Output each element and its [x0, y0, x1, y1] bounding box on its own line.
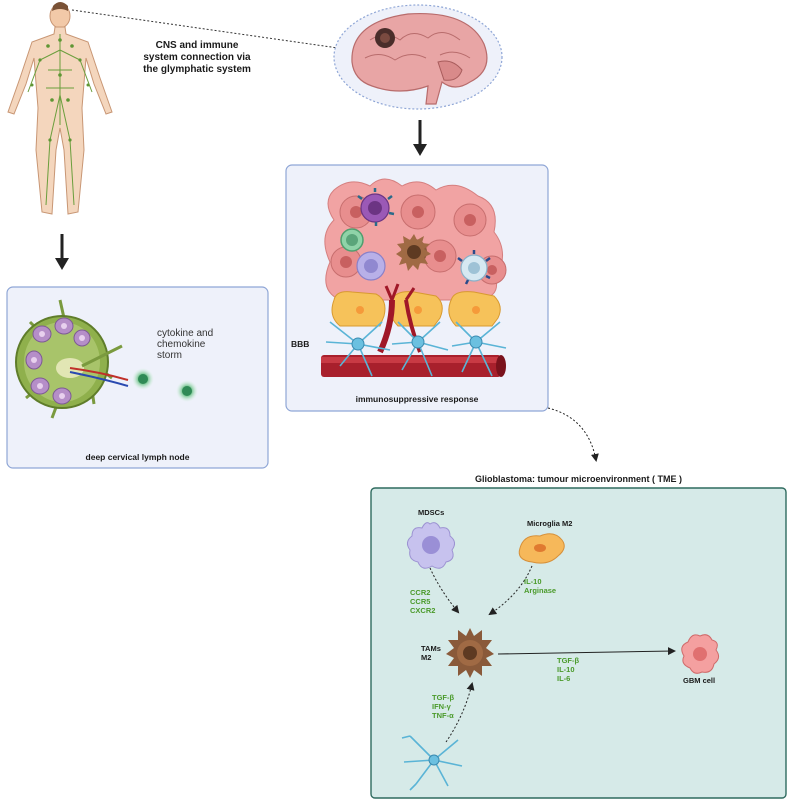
glymphatic-label-line: system connection via	[143, 52, 251, 63]
storm-label-line: chemokine	[157, 339, 206, 350]
neuron-cells-icon	[325, 321, 507, 377]
astrocyte-cell-icon	[401, 735, 463, 791]
tme-panel	[370, 487, 787, 799]
mdsc-cell-icon	[406, 522, 456, 569]
mdscs-label: MDSCs	[418, 508, 445, 517]
chemokine-core	[182, 386, 192, 396]
storm-label-line: storm	[157, 350, 182, 361]
cytokine-storm-label: cytokine and chemokine storm	[157, 328, 213, 361]
brain-icon	[333, 4, 503, 110]
factor-item: IFN-γ	[432, 702, 451, 711]
gbm-cell-icon	[681, 634, 720, 674]
factor-item: TNF-α	[432, 711, 454, 720]
factor-item: IL-10	[557, 665, 575, 674]
bbb-label: BBB	[291, 339, 310, 349]
microglia-to-tam-arrow	[488, 565, 533, 616]
mdsc-to-tam-arrow	[429, 567, 460, 614]
gbm-label: GBM cell	[683, 676, 716, 685]
neuron-bodies	[351, 335, 483, 351]
bbb-to-tme-arrow	[547, 407, 599, 462]
glymphatic-label: CNS and immune system connection via the…	[142, 40, 252, 76]
mdsc-factors: CCR2 CCR5 CXCR2	[410, 588, 435, 615]
microglia-cell-icon	[518, 533, 565, 564]
tme-title: Glioblastoma: tumour microenvironment ( …	[474, 474, 682, 484]
cytokine-core	[138, 374, 148, 384]
tams-label-line: M2	[421, 653, 432, 662]
factor-item: CXCR2	[410, 606, 436, 615]
bbb-caption: immunosuppressive response	[355, 394, 479, 404]
astrocyte-endfeet	[331, 291, 501, 327]
factor-item: TGF-β	[557, 656, 580, 665]
arrow-body-to-lymph	[55, 234, 69, 270]
glymphatic-label-line: the glymphatic system	[143, 64, 251, 75]
arrow-brain-to-bbb	[413, 120, 427, 156]
astrocyte-factors: TGF-β IFN-γ TNF-α	[432, 693, 454, 720]
tam-factors: TGF-β IL-10 IL-6	[557, 656, 579, 683]
human-body-icon	[7, 2, 113, 215]
factor-item: IL-10	[524, 577, 542, 586]
lymph-node-caption: deep cervical lymph node	[85, 452, 190, 462]
tams-label: TAMs M2	[421, 644, 441, 662]
factor-item: TGF-β	[432, 693, 455, 702]
tam-to-gbm-arrow	[497, 647, 676, 656]
factor-item: Arginase	[524, 586, 557, 595]
glymphatic-connector	[71, 9, 339, 49]
tam-cell-icon	[446, 628, 494, 678]
microglia-factors: IL-10 Arginase	[524, 577, 556, 595]
factor-item: CCR5	[410, 597, 431, 606]
microglia-label: Microglia M2	[527, 519, 573, 528]
factor-item: CCR2	[410, 588, 431, 597]
astrocyte-to-tam-arrow	[445, 682, 475, 743]
glymphatic-label-line: CNS and immune	[155, 40, 239, 51]
tams-label-line: TAMs	[421, 644, 441, 653]
factor-item: IL-6	[557, 674, 571, 683]
astrocyte-body	[428, 754, 440, 766]
immune-cells-icon	[340, 188, 491, 285]
storm-label-line: cytokine and	[157, 328, 214, 339]
lymph-node-icon	[15, 299, 129, 419]
